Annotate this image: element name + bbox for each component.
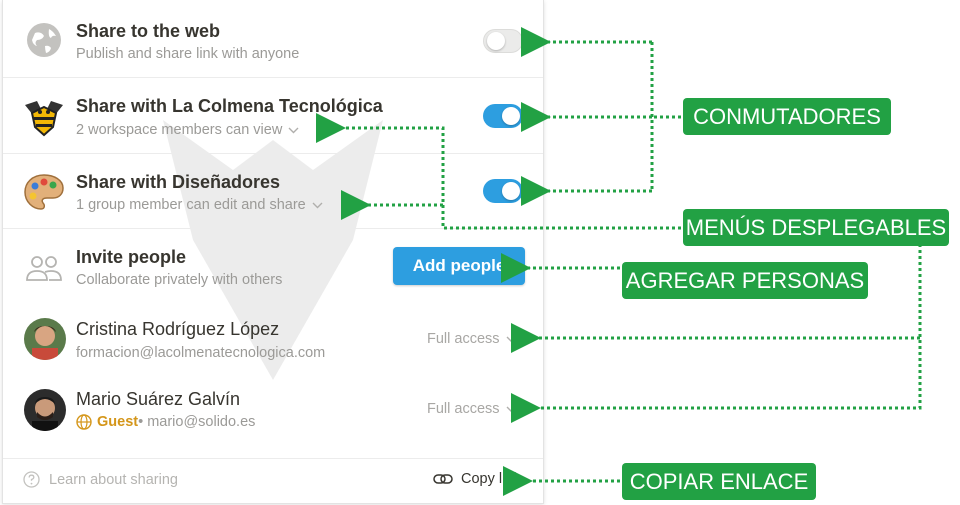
access-label: Full access [427, 401, 500, 417]
share-workspace-toggle[interactable] [483, 104, 523, 128]
palette-icon [24, 174, 64, 210]
callout-copy-link: COPIAR ENLACE [622, 463, 816, 500]
share-group-row: Share with Diseñadores 1 group member ca… [3, 154, 543, 228]
share-workspace-subtitle: 2 workspace members can view [76, 122, 283, 138]
member-name: Mario Suárez Galvín [76, 389, 241, 409]
callout-toggles: CONMUTADORES [683, 98, 891, 135]
share-web-row: Share to the web Publish and share link … [3, 0, 543, 77]
help-icon [23, 471, 40, 488]
share-group-subtitle: 1 group member can edit and share [76, 197, 306, 213]
invite-row: Invite people Collaborate privately with… [3, 229, 543, 305]
people-icon [26, 256, 62, 281]
member-email: • mario@solido.es [138, 414, 256, 430]
share-group-dropdown[interactable]: 1 group member can edit and share [76, 197, 323, 213]
divider [3, 458, 543, 459]
share-panel: Share to the web Publish and share link … [2, 0, 544, 504]
avatar [24, 389, 66, 431]
learn-sharing-link[interactable]: Learn about sharing [23, 471, 178, 488]
divider [3, 153, 543, 154]
share-web-title: Share to the web [76, 21, 221, 41]
callout-dropdowns: MENÚS DESPLEGABLES [683, 209, 949, 246]
invite-title: Invite people [76, 247, 187, 267]
link-icon [433, 474, 453, 484]
chevron-down-icon [312, 202, 323, 209]
member-row: Cristina Rodríguez López formacion@lacol… [3, 305, 543, 378]
toggle-knob [487, 32, 505, 50]
guest-badge: Guest [97, 414, 139, 430]
share-workspace-row: Share with La Colmena Tecnológica 2 work… [3, 78, 543, 153]
avatar [24, 318, 66, 360]
chevron-down-icon [288, 127, 299, 134]
watermark-logo [163, 120, 383, 380]
share-group-toggle[interactable] [483, 179, 523, 203]
toggle-knob [502, 182, 520, 200]
invite-subtitle: Collaborate privately with others [76, 272, 283, 288]
member-meta: Guest • mario@solido.es [76, 414, 255, 430]
divider [3, 228, 543, 229]
callout-add-people: AGREGAR PERSONAS [622, 262, 868, 299]
access-label: Full access [427, 331, 500, 347]
bee-logo-icon [25, 101, 63, 137]
member-name: Cristina Rodríguez López [76, 319, 280, 339]
share-group-title: Share with Diseñadores [76, 172, 281, 192]
globe-icon [76, 414, 92, 430]
globe-icon [27, 23, 61, 57]
divider [3, 77, 543, 78]
share-web-subtitle: Publish and share link with anyone [76, 46, 300, 62]
member-row: Mario Suárez Galvín Guest • mario@solido… [3, 378, 543, 458]
learn-sharing-label: Learn about sharing [49, 471, 178, 488]
share-workspace-dropdown[interactable]: 2 workspace members can view [76, 122, 299, 138]
member-email: formacion@lacolmenatecnologica.com [76, 345, 326, 361]
toggle-knob [502, 107, 520, 125]
share-workspace-title: Share with La Colmena Tecnológica [76, 96, 383, 116]
